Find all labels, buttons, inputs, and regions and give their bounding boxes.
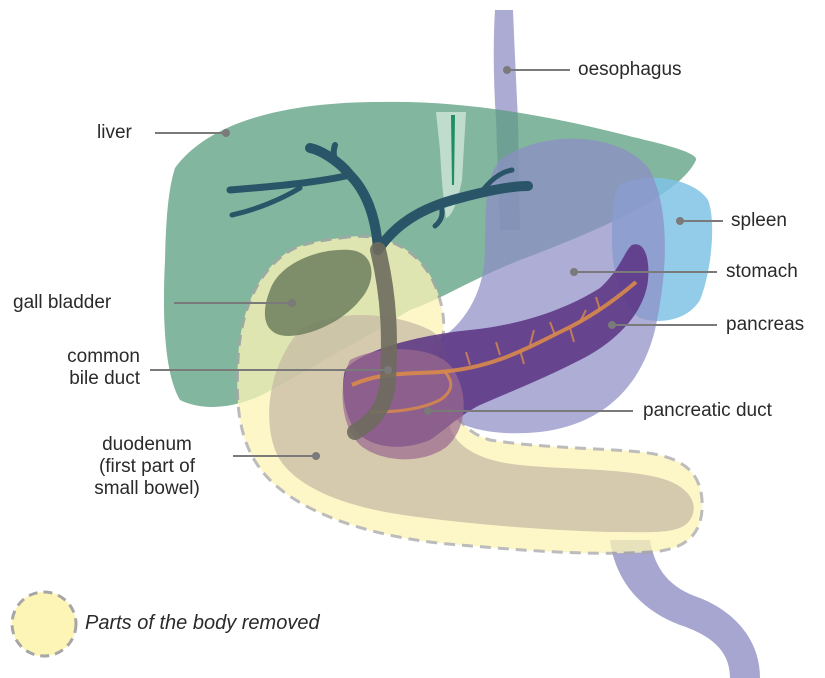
label-common-bile-duct-line1: common <box>10 346 140 368</box>
label-spleen: spleen <box>731 210 787 232</box>
label-gall-bladder: gall bladder <box>13 292 111 314</box>
legend-swatch <box>12 592 76 656</box>
label-stomach: stomach <box>726 261 798 283</box>
label-duodenum-line3: small bowel) <box>66 478 228 500</box>
legend-text: Parts of the body removed <box>85 612 320 635</box>
label-pancreatic-duct: pancreatic duct <box>643 400 772 422</box>
label-common-bile-duct: common bile duct <box>10 346 140 390</box>
label-duodenum-line1: duodenum <box>66 434 228 456</box>
small-bowel-lower <box>610 540 760 678</box>
label-liver: liver <box>97 122 132 144</box>
pancreas-head <box>343 349 464 459</box>
label-oesophagus: oesophagus <box>578 59 682 81</box>
label-duodenum-line2: (first part of <box>66 456 228 478</box>
label-common-bile-duct-line2: bile duct <box>10 368 140 390</box>
label-pancreas: pancreas <box>726 314 804 336</box>
label-duodenum: duodenum (first part of small bowel) <box>66 434 228 500</box>
